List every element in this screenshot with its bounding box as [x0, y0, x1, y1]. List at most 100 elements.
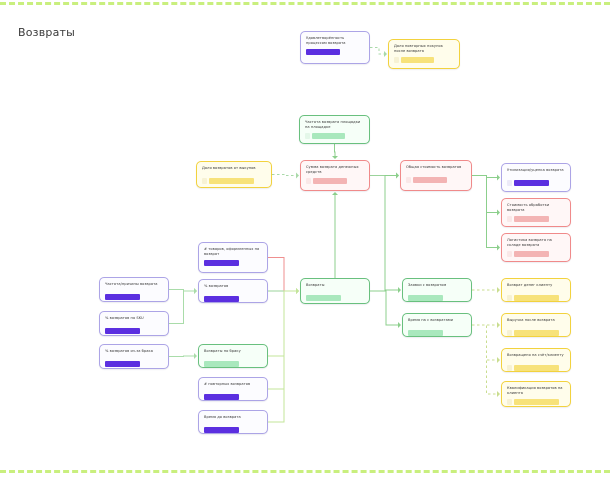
diagram-node[interactable]: Частота/причины возврата: [99, 277, 169, 302]
node-meter-bar: [105, 361, 140, 367]
node-meter-bar: [204, 361, 239, 367]
node-label: # товаров, оформленных на возврат: [204, 247, 260, 256]
diagram-node[interactable]: Возврат денег клиенту: [501, 278, 571, 302]
node-meter: [306, 177, 364, 184]
connector: [472, 324, 497, 361]
diagram-node[interactable]: Логистика возврата на складе возврата: [501, 233, 571, 262]
connector-arrow: [398, 322, 401, 328]
node-meter: [305, 132, 364, 139]
diagram-node[interactable]: % возвратов по SKU: [99, 311, 169, 336]
diagram-node[interactable]: Сумма возврата денежных средств: [300, 160, 370, 191]
connector-arrow: [497, 391, 500, 397]
node-meter-swatch: [507, 250, 512, 257]
node-meter-swatch: [507, 398, 512, 405]
diagram-node[interactable]: Общая стоимость возвратов: [400, 160, 472, 191]
connector: [472, 175, 497, 213]
node-meter-swatch: [394, 56, 399, 63]
connector: [370, 290, 398, 326]
diagram-node[interactable]: Заявки с возвратом: [402, 278, 472, 302]
diagram-node[interactable]: # товаров, оформленных на возврат: [198, 242, 268, 273]
node-meter-swatch: [507, 180, 512, 186]
diagram-node[interactable]: Возвращено на счёт/клиенту: [501, 348, 571, 372]
connector-arrow: [296, 288, 299, 294]
node-meter-bar: [204, 296, 239, 302]
diagram-node[interactable]: Возвраты по браку: [198, 344, 268, 368]
node-meter-bar: [401, 56, 434, 63]
node-label: Возврат денег клиенту: [507, 283, 553, 287]
diagram-node[interactable]: # повторных возвратов: [198, 377, 268, 401]
connector-arrow: [497, 244, 500, 251]
node-label: Общая стоимость возвратов: [406, 165, 462, 169]
connector-arrow: [194, 353, 197, 359]
node-meter: [202, 178, 266, 184]
connector: [370, 47, 384, 55]
node-meter: [394, 56, 454, 63]
node-label: Время на с возвратами: [408, 318, 454, 322]
node-label: Доля повторных покупок после возврата: [394, 44, 443, 53]
node-meter: [507, 330, 565, 336]
node-meter-bar: [514, 250, 549, 257]
node-meter-bar: [514, 295, 559, 301]
diagram-node[interactable]: Время до возврата: [198, 410, 268, 434]
node-meter-bar: [312, 132, 345, 139]
node-meter-bar: [514, 215, 549, 222]
node-label: Стоимость обработки возврата: [507, 203, 550, 212]
node-meter: [105, 328, 163, 334]
node-meter-bar: [105, 294, 140, 300]
node-label: # повторных возвратов: [204, 382, 251, 386]
connector-arrow: [384, 51, 387, 57]
node-label: Утилизация/уценка возврата: [507, 168, 564, 172]
connector: [334, 144, 336, 156]
node-label: Частота/причины возврата: [105, 282, 158, 286]
node-meter-swatch: [507, 215, 512, 222]
diagram-node[interactable]: Выручка после возврата: [501, 313, 571, 337]
diagram-node[interactable]: Время на с возвратами: [402, 313, 472, 337]
node-meter-bar: [209, 178, 254, 184]
node-meter-bar: [204, 259, 239, 266]
node-meter: [204, 259, 262, 266]
connector: [169, 355, 194, 357]
node-meter-bar: [514, 365, 559, 371]
node-meter: [507, 180, 565, 186]
node-meter: [408, 330, 466, 336]
node-label: % возвратов из-за брака: [105, 349, 153, 353]
diagram-node[interactable]: Возвраты: [300, 278, 370, 304]
node-label: Доля возвратов от выкупов: [202, 166, 256, 170]
connector: [472, 175, 497, 248]
node-meter: [204, 394, 262, 400]
node-label: Возвращено на счёт/клиенту: [507, 353, 564, 357]
node-meter-swatch: [305, 132, 310, 139]
diagram-node[interactable]: Удовлетворённость процессом возврата: [300, 31, 370, 64]
diagram-node[interactable]: Доля возвратов от выкупов: [196, 161, 272, 188]
connector-arrow: [194, 288, 197, 294]
node-label: Частота возврата площадки на площадке: [305, 120, 361, 129]
connector: [272, 174, 296, 176]
node-meter-bar: [408, 295, 443, 301]
node-label: % возвратов: [204, 284, 229, 288]
page-title: Возвраты: [18, 26, 76, 39]
diagram-node[interactable]: Квалификация возвратов на клиента: [501, 381, 571, 407]
diagram-node[interactable]: % возвратов из-за брака: [99, 344, 169, 369]
connector-arrow: [296, 172, 299, 179]
node-label: Квалификация возвратов на клиента: [507, 386, 563, 395]
node-meter-bar: [204, 394, 239, 400]
connector: [268, 290, 296, 357]
node-meter-swatch: [306, 177, 311, 184]
node-meter: [507, 295, 565, 301]
node-label: Возвраты по браку: [204, 349, 241, 353]
node-meter: [204, 296, 262, 302]
node-label: Сумма возврата денежных средств: [306, 165, 359, 174]
diagram-node[interactable]: Стоимость обработки возврата: [501, 198, 571, 227]
diagram-node[interactable]: Утилизация/уценка возврата: [501, 163, 571, 192]
diagram-node[interactable]: Частота возврата площадки на площадке: [299, 115, 370, 144]
node-meter: [507, 250, 565, 257]
node-label: Удовлетворённость процессом возврата: [306, 36, 346, 45]
connector: [169, 290, 194, 324]
node-meter-swatch: [202, 178, 207, 184]
connector-arrow: [396, 172, 399, 179]
connector-arrow: [497, 287, 500, 293]
diagram-node[interactable]: Доля повторных покупок после возврата: [388, 39, 460, 69]
connector: [370, 175, 396, 292]
diagram-node[interactable]: % возвратов: [198, 279, 268, 303]
node-meter: [507, 398, 565, 405]
